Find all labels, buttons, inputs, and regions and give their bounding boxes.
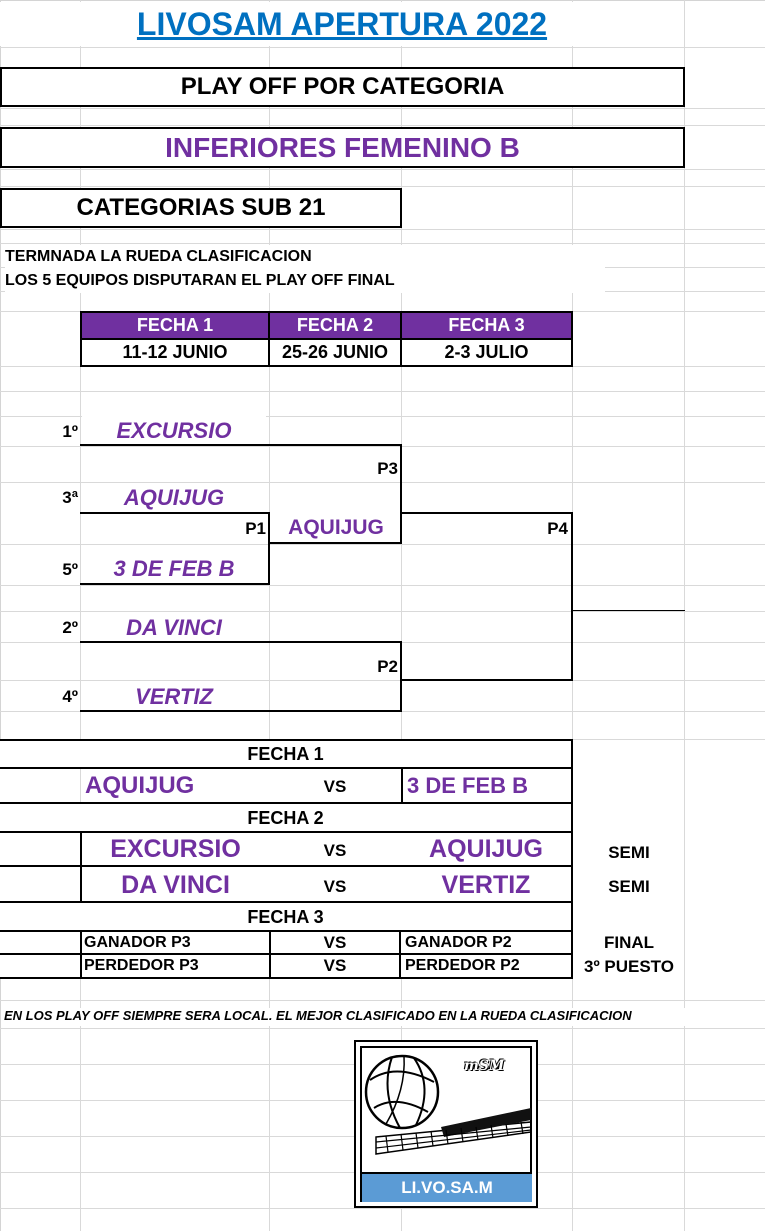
tag-semi-1: SEMI: [574, 840, 684, 866]
match-home: GANADOR P3: [84, 933, 191, 951]
date-value-3: 2-3 JULIO: [444, 342, 529, 362]
seed-pos-2: 2º: [62, 618, 78, 637]
seed-team-4: VERTIZ: [82, 682, 266, 712]
seed-team-3: AQUIJUG: [82, 483, 266, 513]
livosam-logo: mSM LI.VO.SA.M: [354, 1040, 538, 1208]
match-vs: VS: [323, 777, 347, 796]
match-vs: VS: [269, 932, 401, 953]
schedule-row: DA VINCI VS VERTIZ: [0, 869, 571, 903]
schedule-table: FECHA 1 AQUIJUG VS 3 DE FEB B FECHA 2 EX…: [0, 739, 573, 979]
date-header-3: FECHA 3: [402, 313, 571, 340]
dates-table: FECHA 1 FECHA 2 FECHA 3 11-12 JUNIO 25-2…: [80, 311, 573, 367]
date-header-1: FECHA 1: [82, 313, 270, 340]
tag-semi-2: SEMI: [574, 874, 684, 900]
schedule-row: AQUIJUG VS 3 DE FEB B: [0, 769, 571, 804]
schedule-fecha3-header: FECHA 3: [0, 905, 571, 932]
seed-pos-5: 5º: [62, 560, 78, 579]
schedule-row: PERDEDOR P3 VS PERDEDOR P2: [0, 955, 571, 979]
subtitle-box: PLAY OFF POR CATEGORIA: [0, 67, 685, 107]
seed-team-1: EXCURSIO: [82, 416, 266, 446]
match-label-p2: P2: [377, 657, 398, 676]
seed-team-5: 3 DE FEB B: [82, 554, 266, 584]
schedule-fecha2-header: FECHA 2: [0, 806, 571, 833]
seed-pos-3: 3ª: [62, 488, 78, 507]
page-title: LIVOSAM APERTURA 2022: [0, 2, 684, 46]
category-text: CATEGORIAS SUB 21: [76, 194, 326, 221]
seed-team-2: DA VINCI: [82, 613, 266, 643]
seed-pos-1: 1º: [62, 422, 78, 441]
logo-bottom-text: LI.VO.SA.M: [362, 1172, 532, 1202]
match-away: PERDEDOR P2: [405, 957, 520, 974]
match-home: AQUIJUG: [85, 771, 195, 799]
match-label-p4: P4: [547, 519, 568, 538]
date-value-1: 11-12 JUNIO: [82, 340, 270, 365]
match-vs: VS: [269, 955, 401, 977]
match-vs: VS: [323, 841, 347, 860]
division-text: INFERIORES FEMENINO B: [165, 131, 520, 163]
note-line-2: LOS 5 EQUIPOS DISPUTARAN EL PLAY OFF FIN…: [5, 272, 395, 289]
notes: TERMNADA LA RUEDA CLASIFICACION LOS 5 EQ…: [5, 245, 605, 293]
match-away: GANADOR P2: [405, 933, 512, 951]
footer-note: EN LOS PLAY OFF SIEMPRE SERA LOCAL. EL M…: [4, 1008, 744, 1026]
subtitle-text: PLAY OFF POR CATEGORIA: [180, 73, 505, 100]
match-away: 3 DE FEB B: [401, 769, 571, 802]
match-away: VERTIZ: [441, 870, 531, 899]
volleyball-icon: [364, 1054, 532, 1155]
match-vs: VS: [323, 877, 347, 896]
schedule-row: GANADOR P3 VS GANADOR P2: [0, 932, 571, 955]
match-home: EXCURSIO: [110, 834, 241, 863]
match-away: AQUIJUG: [429, 834, 543, 863]
p1-winner: AQUIJUG: [288, 516, 384, 539]
match-label-p1: P1: [245, 519, 266, 538]
date-value-2: 25-26 JUNIO: [270, 340, 402, 365]
match-home: PERDEDOR P3: [84, 957, 199, 974]
schedule-row: EXCURSIO VS AQUIJUG: [0, 833, 571, 867]
date-header-2: FECHA 2: [270, 313, 402, 340]
tag-final: FINAL: [574, 932, 684, 954]
logo-top-text: mSM: [464, 1058, 505, 1074]
match-home: DA VINCI: [121, 870, 230, 899]
category-box: CATEGORIAS SUB 21: [0, 188, 402, 228]
note-line-1: TERMNADA LA RUEDA CLASIFICACION: [5, 248, 312, 265]
seed-pos-4: 4º: [62, 687, 78, 706]
match-label-p3: P3: [377, 459, 398, 478]
schedule-fecha1-header: FECHA 1: [0, 741, 571, 769]
tag-third-place: 3º PUESTO: [574, 955, 684, 978]
division-box: INFERIORES FEMENINO B: [0, 127, 685, 168]
